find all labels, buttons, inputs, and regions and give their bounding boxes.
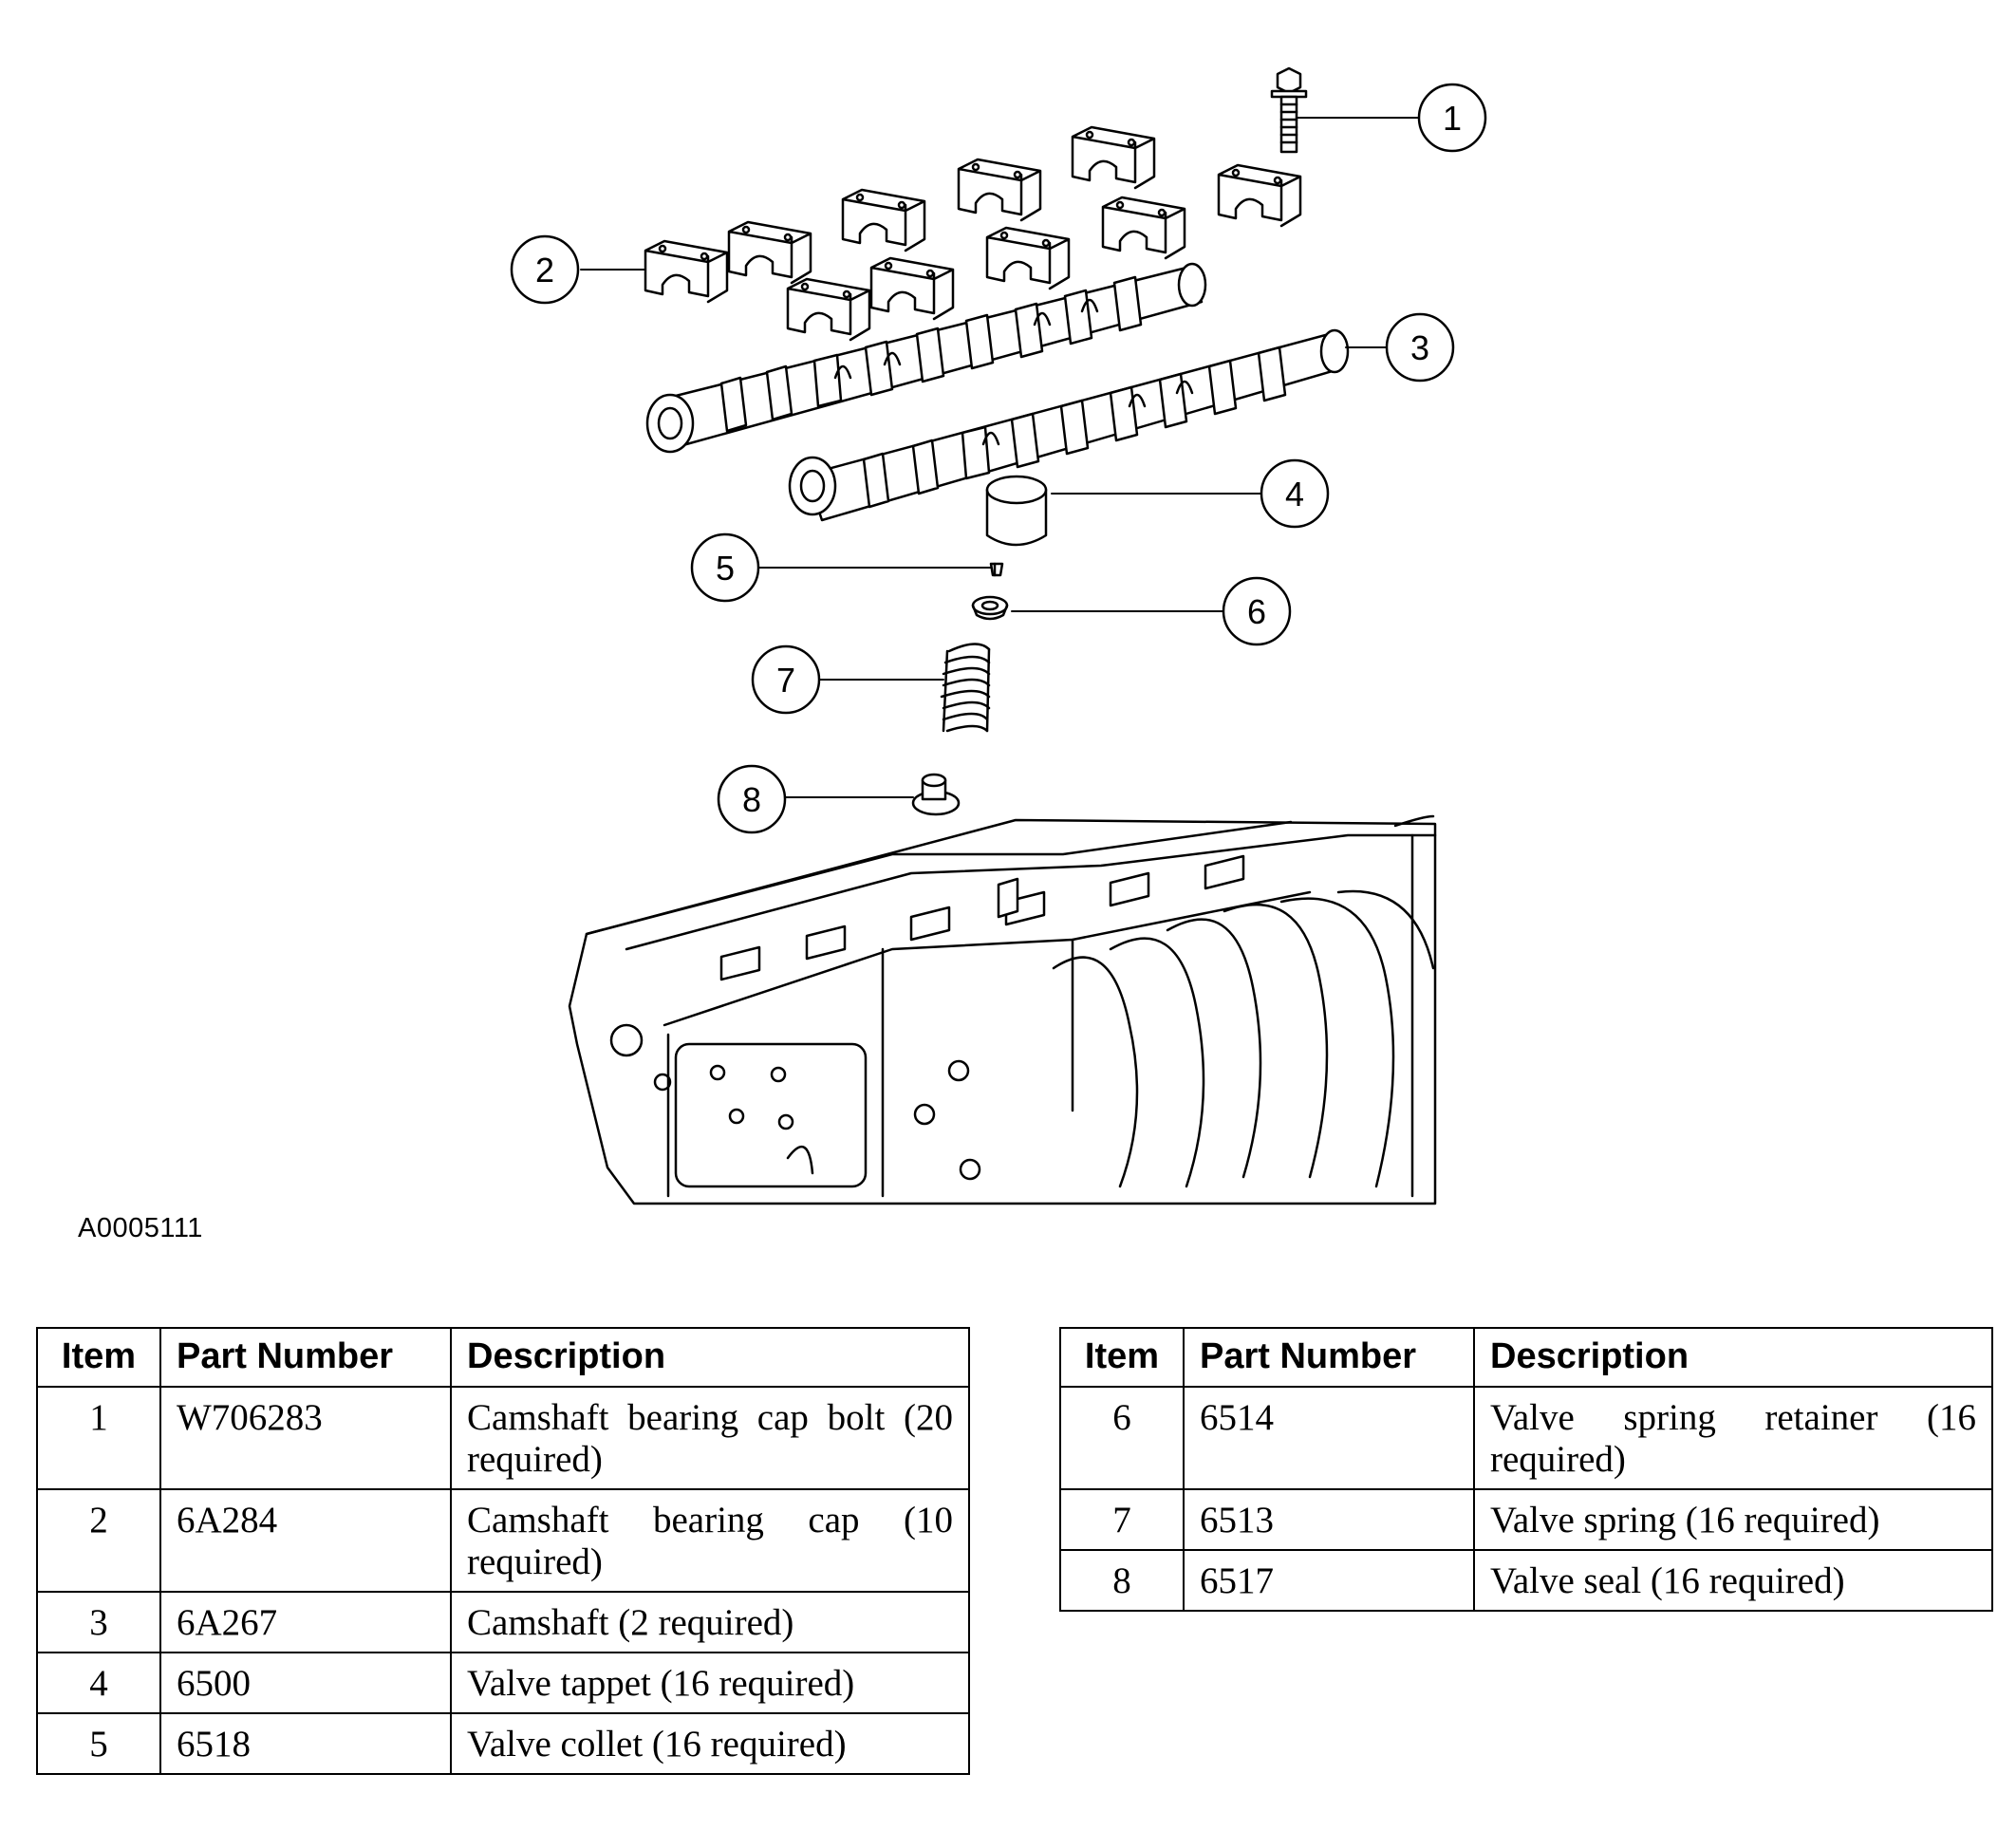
valve-tappet-drawing [985, 475, 1048, 547]
valve-spring-retainer-drawing [971, 595, 1009, 621]
description-cell: Camshaft bearing cap (10 required) [450, 1488, 970, 1593]
column-header-item: Item [1059, 1327, 1185, 1388]
column-header-part-number: Part Number [1183, 1327, 1475, 1388]
description-cell: Valve spring retainer (16 required) [1473, 1386, 1993, 1490]
table-header-row: Item Part Number Description [36, 1327, 970, 1388]
camshafts-drawing [645, 262, 1350, 522]
svg-text:3: 3 [1410, 328, 1429, 367]
leader-lines [580, 117, 1425, 798]
callout-8: 8 [717, 764, 787, 834]
column-header-description: Description [1473, 1327, 1993, 1388]
item-cell: 7 [1059, 1488, 1185, 1551]
item-cell: 1 [36, 1386, 161, 1490]
callout-6: 6 [1222, 576, 1292, 646]
description-cell: Camshaft bearing cap bolt (20 required) [450, 1386, 970, 1490]
column-header-description: Description [450, 1327, 970, 1388]
callout-5: 5 [690, 532, 760, 603]
description-cell: Camshaft (2 required) [450, 1591, 970, 1653]
callout-7: 7 [751, 644, 821, 715]
description-cell: Valve spring (16 required) [1473, 1488, 1993, 1551]
item-cell: 6 [1059, 1386, 1185, 1490]
callout-2: 2 [510, 234, 580, 305]
svg-text:6: 6 [1247, 592, 1266, 631]
part-number-cell: 6514 [1183, 1386, 1475, 1490]
callout-4: 4 [1260, 458, 1330, 529]
item-cell: 4 [36, 1652, 161, 1714]
valve-seal-drawing [911, 773, 961, 816]
description-cell: Valve seal (16 required) [1473, 1549, 1993, 1612]
figure-id-label: A0005111 [78, 1213, 203, 1243]
part-number-cell: 6517 [1183, 1549, 1475, 1612]
valve-spring-drawing [940, 643, 991, 733]
part-number-cell: 6A284 [159, 1488, 452, 1593]
bearing-cap-bolt-drawing [1270, 66, 1308, 154]
exploded-view-diagram: 1 2 3 4 5 6 7 8 [510, 66, 1487, 1205]
svg-text:2: 2 [535, 251, 554, 289]
svg-text:1: 1 [1443, 99, 1462, 138]
item-cell: 8 [1059, 1549, 1185, 1612]
bearing-caps-drawing [644, 125, 1302, 342]
part-number-cell: W706283 [159, 1386, 452, 1490]
item-cell: 3 [36, 1591, 161, 1653]
callout-1: 1 [1417, 83, 1487, 153]
svg-text:8: 8 [742, 780, 761, 819]
svg-text:4: 4 [1285, 475, 1304, 514]
svg-text:5: 5 [716, 549, 735, 588]
svg-text:7: 7 [776, 661, 795, 700]
cylinder-head-drawing [568, 814, 1437, 1205]
table-header-row: Item Part Number Description [1059, 1327, 1993, 1388]
part-number-cell: 6513 [1183, 1488, 1475, 1551]
part-number-cell: 6500 [159, 1652, 452, 1714]
valve-collet-drawing [989, 562, 1004, 577]
part-number-cell: 6518 [159, 1712, 452, 1775]
column-header-part-number: Part Number [159, 1327, 452, 1388]
item-cell: 2 [36, 1488, 161, 1593]
item-cell: 5 [36, 1712, 161, 1775]
description-cell: Valve collet (16 required) [450, 1712, 970, 1775]
part-number-cell: 6A267 [159, 1591, 452, 1653]
callout-3: 3 [1385, 312, 1455, 383]
column-header-item: Item [36, 1327, 161, 1388]
description-cell: Valve tappet (16 required) [450, 1652, 970, 1714]
